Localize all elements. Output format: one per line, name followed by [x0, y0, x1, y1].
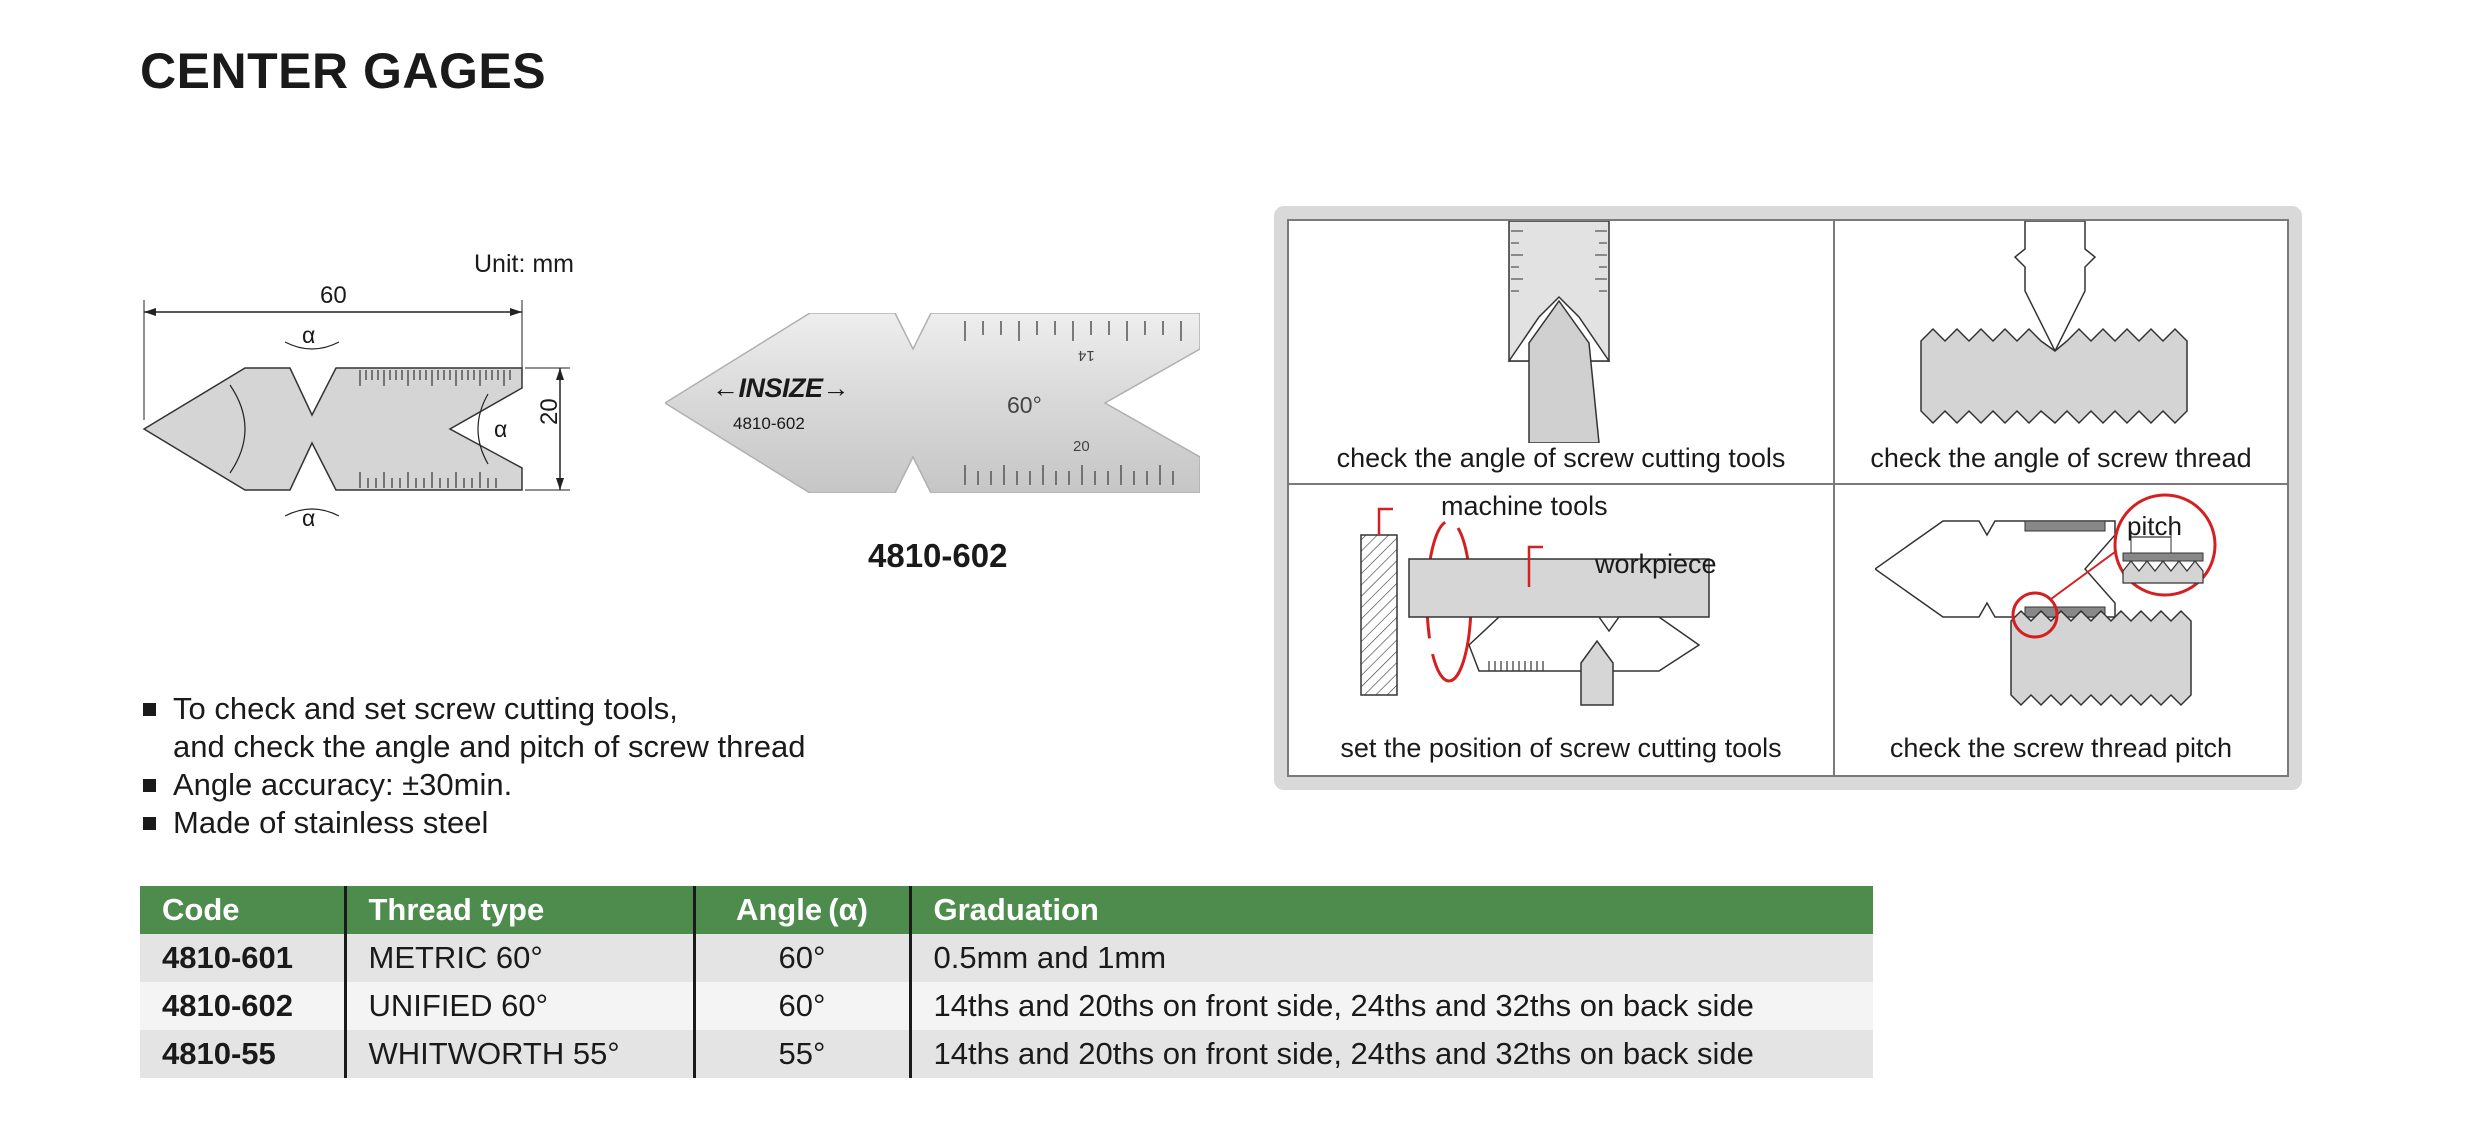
gage-technical-drawing — [142, 300, 570, 517]
usage-cell-tool-angle: check the angle of screw cutting tools — [1289, 221, 1833, 483]
cell-graduation: 14ths and 20ths on front side, 24ths and… — [910, 982, 1873, 1030]
header-code: Code — [140, 886, 347, 934]
alpha-label-right: α — [494, 416, 508, 442]
usage-grid: check the angle of screw cutting tools c… — [1287, 219, 2289, 777]
model-caption: 4810-602 — [868, 537, 1008, 574]
alpha-label-top: α — [302, 322, 316, 348]
header-thread-type: Thread type — [345, 886, 696, 934]
usage-cell-thread-angle: check the angle of screw thread — [1835, 221, 2287, 483]
unit-label: Unit: mm — [474, 250, 574, 278]
cell-graduation: 0.5mm and 1mm — [910, 934, 1873, 982]
thread-angle-illustration — [1920, 221, 2188, 425]
page-title: CENTER GAGES — [140, 43, 547, 99]
bullet-icon — [143, 703, 156, 716]
callout-workpiece: workpiece — [1595, 549, 1717, 579]
bullet-icon — [143, 779, 156, 792]
table-header-row: Code Thread type Angle (α) Graduation — [140, 886, 1873, 934]
feature-text: To check and set screw cutting tools, — [173, 691, 678, 726]
alpha-label-bottom: α — [302, 505, 316, 531]
usage-caption: set the position of screw cutting tools — [1340, 733, 1782, 763]
photo-scale-14: 14 — [1078, 347, 1095, 364]
callout-pitch: pitch — [2127, 511, 2182, 541]
cell-graduation: 14ths and 20ths on front side, 24ths and… — [910, 1030, 1873, 1078]
feature-item: Made of stainless steel — [140, 804, 940, 842]
grid-divider-vertical — [1833, 221, 1835, 775]
header-graduation: Graduation — [910, 886, 1873, 934]
header-angle: Angle (α) — [694, 886, 912, 934]
feature-text: Angle accuracy: ±30min. — [173, 767, 513, 802]
usage-caption: check the screw thread pitch — [1889, 733, 2233, 763]
table-row: 4810-601 METRIC 60° 60° 0.5mm and 1mm — [140, 934, 1873, 982]
gage-product-photo — [665, 313, 1200, 493]
callout-machine-tools: machine tools — [1441, 491, 1608, 521]
bullet-icon — [143, 817, 156, 830]
feature-text: Made of stainless steel — [173, 805, 489, 840]
feature-item: To check and set screw cutting tools, an… — [140, 690, 940, 766]
cell-thread-type: UNIFIED 60° — [345, 982, 696, 1030]
brand-logo: ←INSIZE→ — [712, 373, 850, 403]
spec-table: Code Thread type Angle (α) Graduation 48… — [140, 886, 1873, 1078]
feature-list: To check and set screw cutting tools, an… — [140, 690, 940, 842]
grid-divider-horizontal — [1289, 483, 2287, 485]
photo-angle-mark: 60° — [1007, 392, 1042, 418]
cell-angle: 55° — [694, 1030, 912, 1078]
table-row: 4810-602 UNIFIED 60° 60° 14ths and 20ths… — [140, 982, 1873, 1030]
tool-position-illustration — [1360, 507, 1710, 706]
cell-code: 4810-55 — [140, 1030, 347, 1078]
tool-angle-illustration — [1507, 221, 1611, 443]
photo-scale-20: 20 — [1073, 438, 1090, 455]
feature-item: Angle accuracy: ±30min. — [140, 766, 940, 804]
cell-code: 4810-601 — [140, 934, 347, 982]
table-row: 4810-55 WHITWORTH 55° 55° 14ths and 20th… — [140, 1030, 1873, 1078]
usage-cell-tool-position: machine tools workpiece set the position… — [1289, 485, 1833, 775]
cell-thread-type: WHITWORTH 55° — [345, 1030, 696, 1078]
thread-pitch-illustration — [1875, 493, 2217, 707]
width-dimension-label: 60 — [320, 282, 347, 309]
photo-model-code: 4810-602 — [733, 414, 805, 433]
usage-panel: check the angle of screw cutting tools c… — [1274, 206, 2302, 790]
cell-angle: 60° — [694, 934, 912, 982]
feature-text-continuation: and check the angle and pitch of screw t… — [173, 729, 806, 764]
cell-code: 4810-602 — [140, 982, 347, 1030]
cell-angle: 60° — [694, 982, 912, 1030]
usage-caption: check the angle of screw cutting tools — [1336, 443, 1786, 473]
cell-thread-type: METRIC 60° — [345, 934, 696, 982]
usage-cell-thread-pitch: pitch check the screw thread pitch — [1835, 485, 2287, 775]
usage-caption: check the angle of screw thread — [1870, 443, 2252, 473]
